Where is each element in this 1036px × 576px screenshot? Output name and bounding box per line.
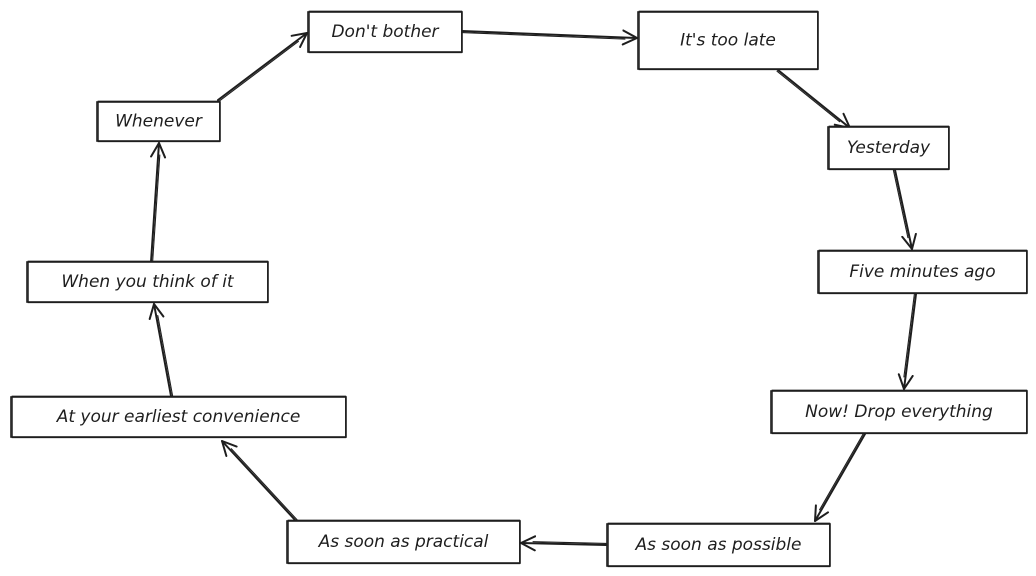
node-box <box>606 523 831 567</box>
edge-line <box>520 535 607 552</box>
node-box <box>637 11 819 70</box>
node-as-soon-as-practical: As soon as practical <box>286 519 521 565</box>
node-whenever: Whenever <box>96 100 221 143</box>
node-box <box>817 250 1028 294</box>
edge-when-you-think-of-it-to-whenever <box>150 142 167 263</box>
node-box-sketch-stroke <box>638 10 819 71</box>
node-label: Five minutes ago <box>849 262 995 282</box>
edge-sketch-stroke <box>157 314 174 397</box>
node-box-sketch-stroke <box>308 10 463 54</box>
edge-now-drop-everything-to-as-soon-as-possible <box>814 432 866 522</box>
edge-line <box>221 440 297 522</box>
edge-sketch-stroke <box>819 432 865 511</box>
edge-sketch-stroke <box>152 154 161 263</box>
node-now-drop-everything: Now! Drop everything <box>770 389 1028 435</box>
node-as-soon-as-possible: As soon as possible <box>606 522 831 568</box>
node-box-sketch-stroke <box>27 260 269 304</box>
edge-line <box>777 69 851 129</box>
edge-line <box>150 142 167 263</box>
node-box-sketch-stroke <box>818 249 1028 295</box>
node-yesterday: Yesterday <box>827 125 950 171</box>
node-label: At your earliest convenience <box>56 407 301 427</box>
node-box-sketch-stroke <box>11 395 347 439</box>
edge-five-minutes-ago-to-now-drop-everything <box>897 293 917 390</box>
node-label: Now! Drop everything <box>805 402 993 422</box>
node-box-sketch-stroke <box>828 125 950 171</box>
edge-as-soon-as-possible-to-as-soon-as-practical <box>520 535 607 552</box>
node-box <box>770 390 1028 434</box>
edge-sketch-stroke <box>903 293 915 378</box>
node-label: As soon as practical <box>318 532 489 552</box>
edge-yesterday-to-five-minutes-ago <box>892 169 917 250</box>
edge-line <box>814 433 866 522</box>
edge-sketch-stroke <box>776 70 841 123</box>
node-box-sketch-stroke <box>287 519 521 565</box>
node-box <box>307 11 463 53</box>
edge-sketch-stroke <box>532 541 607 544</box>
node-five-minutes-ago: Five minutes ago <box>817 249 1028 295</box>
edge-line <box>897 293 917 390</box>
node-when-you-think-of-it: When you think of it <box>26 260 269 304</box>
node-label: Whenever <box>115 112 203 132</box>
node-box-sketch-stroke <box>771 389 1028 435</box>
edge-sketch-stroke <box>461 32 626 40</box>
node-dont-bother: Don't bother <box>307 10 463 54</box>
node-label: As soon as possible <box>634 535 801 555</box>
edge-sketch-stroke <box>892 169 909 239</box>
node-label: When you think of it <box>61 272 235 292</box>
edge-line <box>894 169 917 250</box>
edges-layer <box>148 29 917 552</box>
node-label: It's too late <box>680 31 776 51</box>
node-box-sketch-stroke <box>97 100 221 143</box>
edge-line <box>217 32 308 101</box>
edge-as-soon-as-practical-to-earliest-convenience <box>221 440 298 522</box>
node-too-late: It's too late <box>637 10 819 71</box>
edge-too-late-to-yesterday <box>776 69 851 129</box>
node-earliest-convenience: At your earliest convenience <box>10 395 347 439</box>
node-label: Don't bother <box>331 22 439 42</box>
edge-sketch-stroke <box>230 448 298 521</box>
edge-line <box>461 29 638 46</box>
edge-earliest-convenience-to-when-you-think-of-it <box>148 303 174 397</box>
node-label: Yesterday <box>847 138 931 158</box>
node-box-sketch-stroke <box>607 522 831 568</box>
edge-line <box>148 303 172 397</box>
edge-whenever-to-dont-bother <box>217 32 308 102</box>
edge-dont-bother-to-too-late <box>461 29 638 46</box>
edge-sketch-stroke <box>218 40 299 102</box>
